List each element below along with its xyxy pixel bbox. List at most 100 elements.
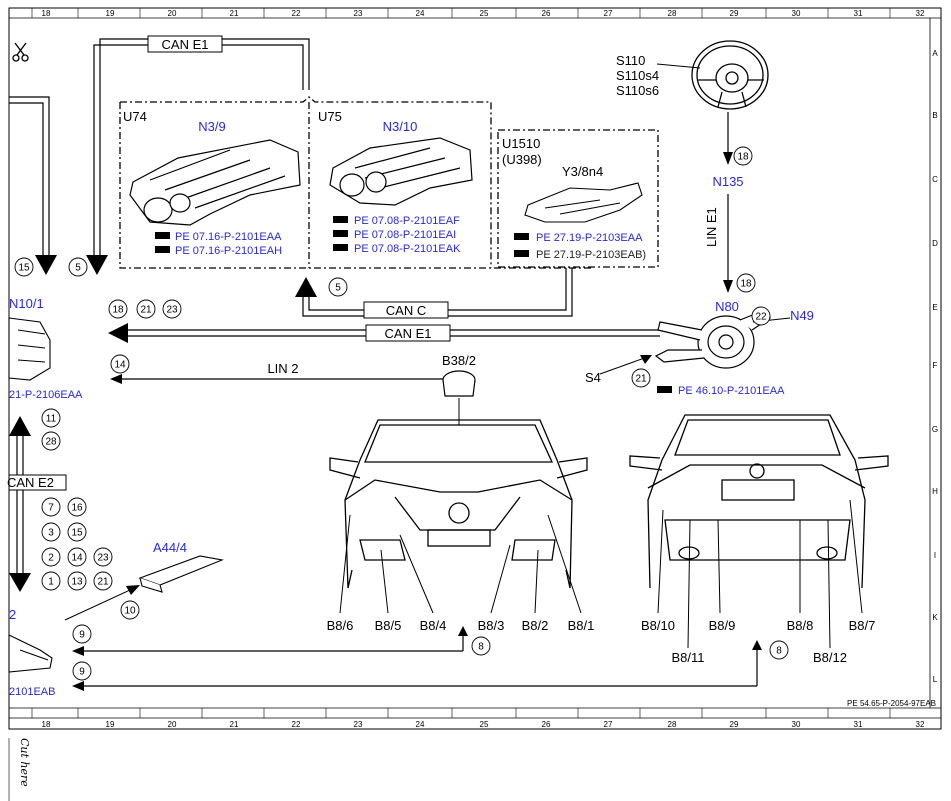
u75-ref-1: PE 07.08-P-2101EAF bbox=[354, 215, 460, 227]
circled-number: 11 bbox=[41, 408, 61, 428]
row-tick: H bbox=[932, 487, 938, 496]
circled-number: 9 bbox=[72, 624, 92, 644]
column-tick: 28 bbox=[668, 9, 677, 18]
column-tick: 27 bbox=[604, 9, 613, 18]
lin-e1-arrow bbox=[723, 280, 733, 293]
column-tick: 18 bbox=[42, 720, 51, 729]
circled-number: 8 bbox=[471, 636, 491, 656]
s110-leader bbox=[656, 63, 701, 69]
steering-ref: PE 46.10-P-2101EAA bbox=[678, 385, 785, 397]
svg-text:9: 9 bbox=[79, 630, 85, 641]
column-tick: 32 bbox=[916, 720, 925, 729]
u74-ref-2: PE 07.16-P-2101EAH bbox=[175, 245, 282, 257]
lin-e1-label: LIN E1 bbox=[704, 207, 719, 247]
reference-hand-icon bbox=[333, 216, 348, 251]
circled-number: 15 bbox=[67, 522, 87, 542]
bottom-bus-upper-arrow bbox=[72, 646, 84, 656]
column-tick: 19 bbox=[106, 720, 115, 729]
frame bbox=[8, 7, 942, 801]
s110s4-label: S110s4 bbox=[616, 68, 659, 83]
circled-number: 15 bbox=[14, 257, 34, 277]
column-tick: 28 bbox=[668, 720, 677, 729]
svg-text:11: 11 bbox=[46, 414, 57, 425]
u398-label: (U398) bbox=[502, 152, 542, 167]
row-tick: B bbox=[932, 111, 937, 120]
lin2-label: LIN 2 bbox=[267, 361, 298, 376]
reference-hand-icon bbox=[514, 233, 529, 257]
row-tick: E bbox=[932, 303, 937, 312]
svg-text:23: 23 bbox=[166, 305, 178, 316]
u1510-ref-1: PE 27.19-P-2103EAA bbox=[536, 232, 643, 244]
column-tick: 23 bbox=[354, 9, 363, 18]
column-tick: 27 bbox=[604, 720, 613, 729]
sensor-b8-6: B8/6 bbox=[327, 618, 354, 633]
u1510-ref-2: PE 27.19-P-2103EAB) bbox=[536, 249, 646, 261]
s4-arrow bbox=[640, 355, 652, 364]
scissors-icon bbox=[12, 42, 29, 62]
column-tick: 25 bbox=[480, 9, 489, 18]
svg-text:10: 10 bbox=[124, 606, 136, 617]
sensor-b8-10: B8/10 bbox=[641, 618, 675, 633]
row-tick: K bbox=[932, 613, 938, 622]
n10-1-label: N10/1 bbox=[9, 296, 44, 311]
svg-text:7: 7 bbox=[48, 503, 54, 514]
can-c-up-arrow bbox=[295, 277, 317, 297]
y3-8n4-label: Y3/8n4 bbox=[562, 164, 603, 179]
svg-text:23: 23 bbox=[97, 553, 109, 564]
can-e2-up-arrow bbox=[9, 416, 31, 436]
svg-text:21: 21 bbox=[140, 305, 152, 316]
n80-label: N80 bbox=[715, 299, 739, 314]
circled-number: 23 bbox=[93, 547, 113, 567]
svg-text:9: 9 bbox=[79, 667, 85, 678]
column-tick: 22 bbox=[292, 9, 301, 18]
circled-number: 21 bbox=[136, 299, 156, 319]
sensor-b8-2: B8/2 bbox=[522, 618, 549, 633]
bottom-bus-lower-arrow bbox=[72, 681, 84, 691]
column-tick: 31 bbox=[854, 720, 863, 729]
svg-text:1: 1 bbox=[48, 577, 54, 588]
can-e2-label: CAN E2 bbox=[7, 475, 54, 490]
circled-number: 28 bbox=[41, 431, 61, 451]
svg-text:16: 16 bbox=[71, 503, 83, 514]
circled-number: 14 bbox=[67, 547, 87, 567]
svg-text:5: 5 bbox=[335, 283, 341, 294]
u75-ref-2: PE 07.08-P-2101EAI bbox=[354, 229, 456, 241]
can-e1-top-box bbox=[147, 35, 223, 53]
lin2-arrow bbox=[110, 374, 122, 384]
svg-text:18: 18 bbox=[737, 152, 749, 163]
column-tick: 32 bbox=[916, 9, 925, 18]
circled-number: 9 bbox=[72, 661, 92, 681]
n3-10-ecu-drawing bbox=[329, 137, 473, 206]
front-sensor-arrow bbox=[458, 626, 468, 636]
a44-4-label: A44/4 bbox=[153, 540, 187, 555]
circled-number: 18 bbox=[733, 146, 753, 166]
row-tick: A bbox=[932, 49, 938, 58]
column-tick: 25 bbox=[480, 720, 489, 729]
can-e2-box bbox=[8, 474, 67, 491]
a44-arrow bbox=[126, 585, 140, 595]
sensor-b8-3: B8/3 bbox=[478, 618, 505, 633]
sensor-b8-8: B8/8 bbox=[787, 618, 814, 633]
column-tick: 20 bbox=[168, 9, 177, 18]
column-tick: 21 bbox=[230, 720, 239, 729]
circled-number: 13 bbox=[67, 571, 87, 591]
svg-text:18: 18 bbox=[112, 305, 124, 316]
column-tick: 30 bbox=[792, 9, 801, 18]
row-tick: I bbox=[934, 551, 936, 560]
column-tick: 20 bbox=[168, 720, 177, 729]
sensor-b8-11: B8/11 bbox=[671, 650, 704, 665]
can-e2-bus bbox=[16, 436, 24, 573]
circled-number: 2 bbox=[41, 547, 61, 567]
column-tick: 24 bbox=[416, 9, 425, 18]
n3-10-label: N3/10 bbox=[383, 119, 418, 134]
circled-number: 5 bbox=[328, 277, 348, 297]
svg-text:2: 2 bbox=[48, 553, 54, 564]
circled-number: 7 bbox=[41, 497, 61, 517]
sensor-b8-9: B8/9 bbox=[709, 618, 736, 633]
